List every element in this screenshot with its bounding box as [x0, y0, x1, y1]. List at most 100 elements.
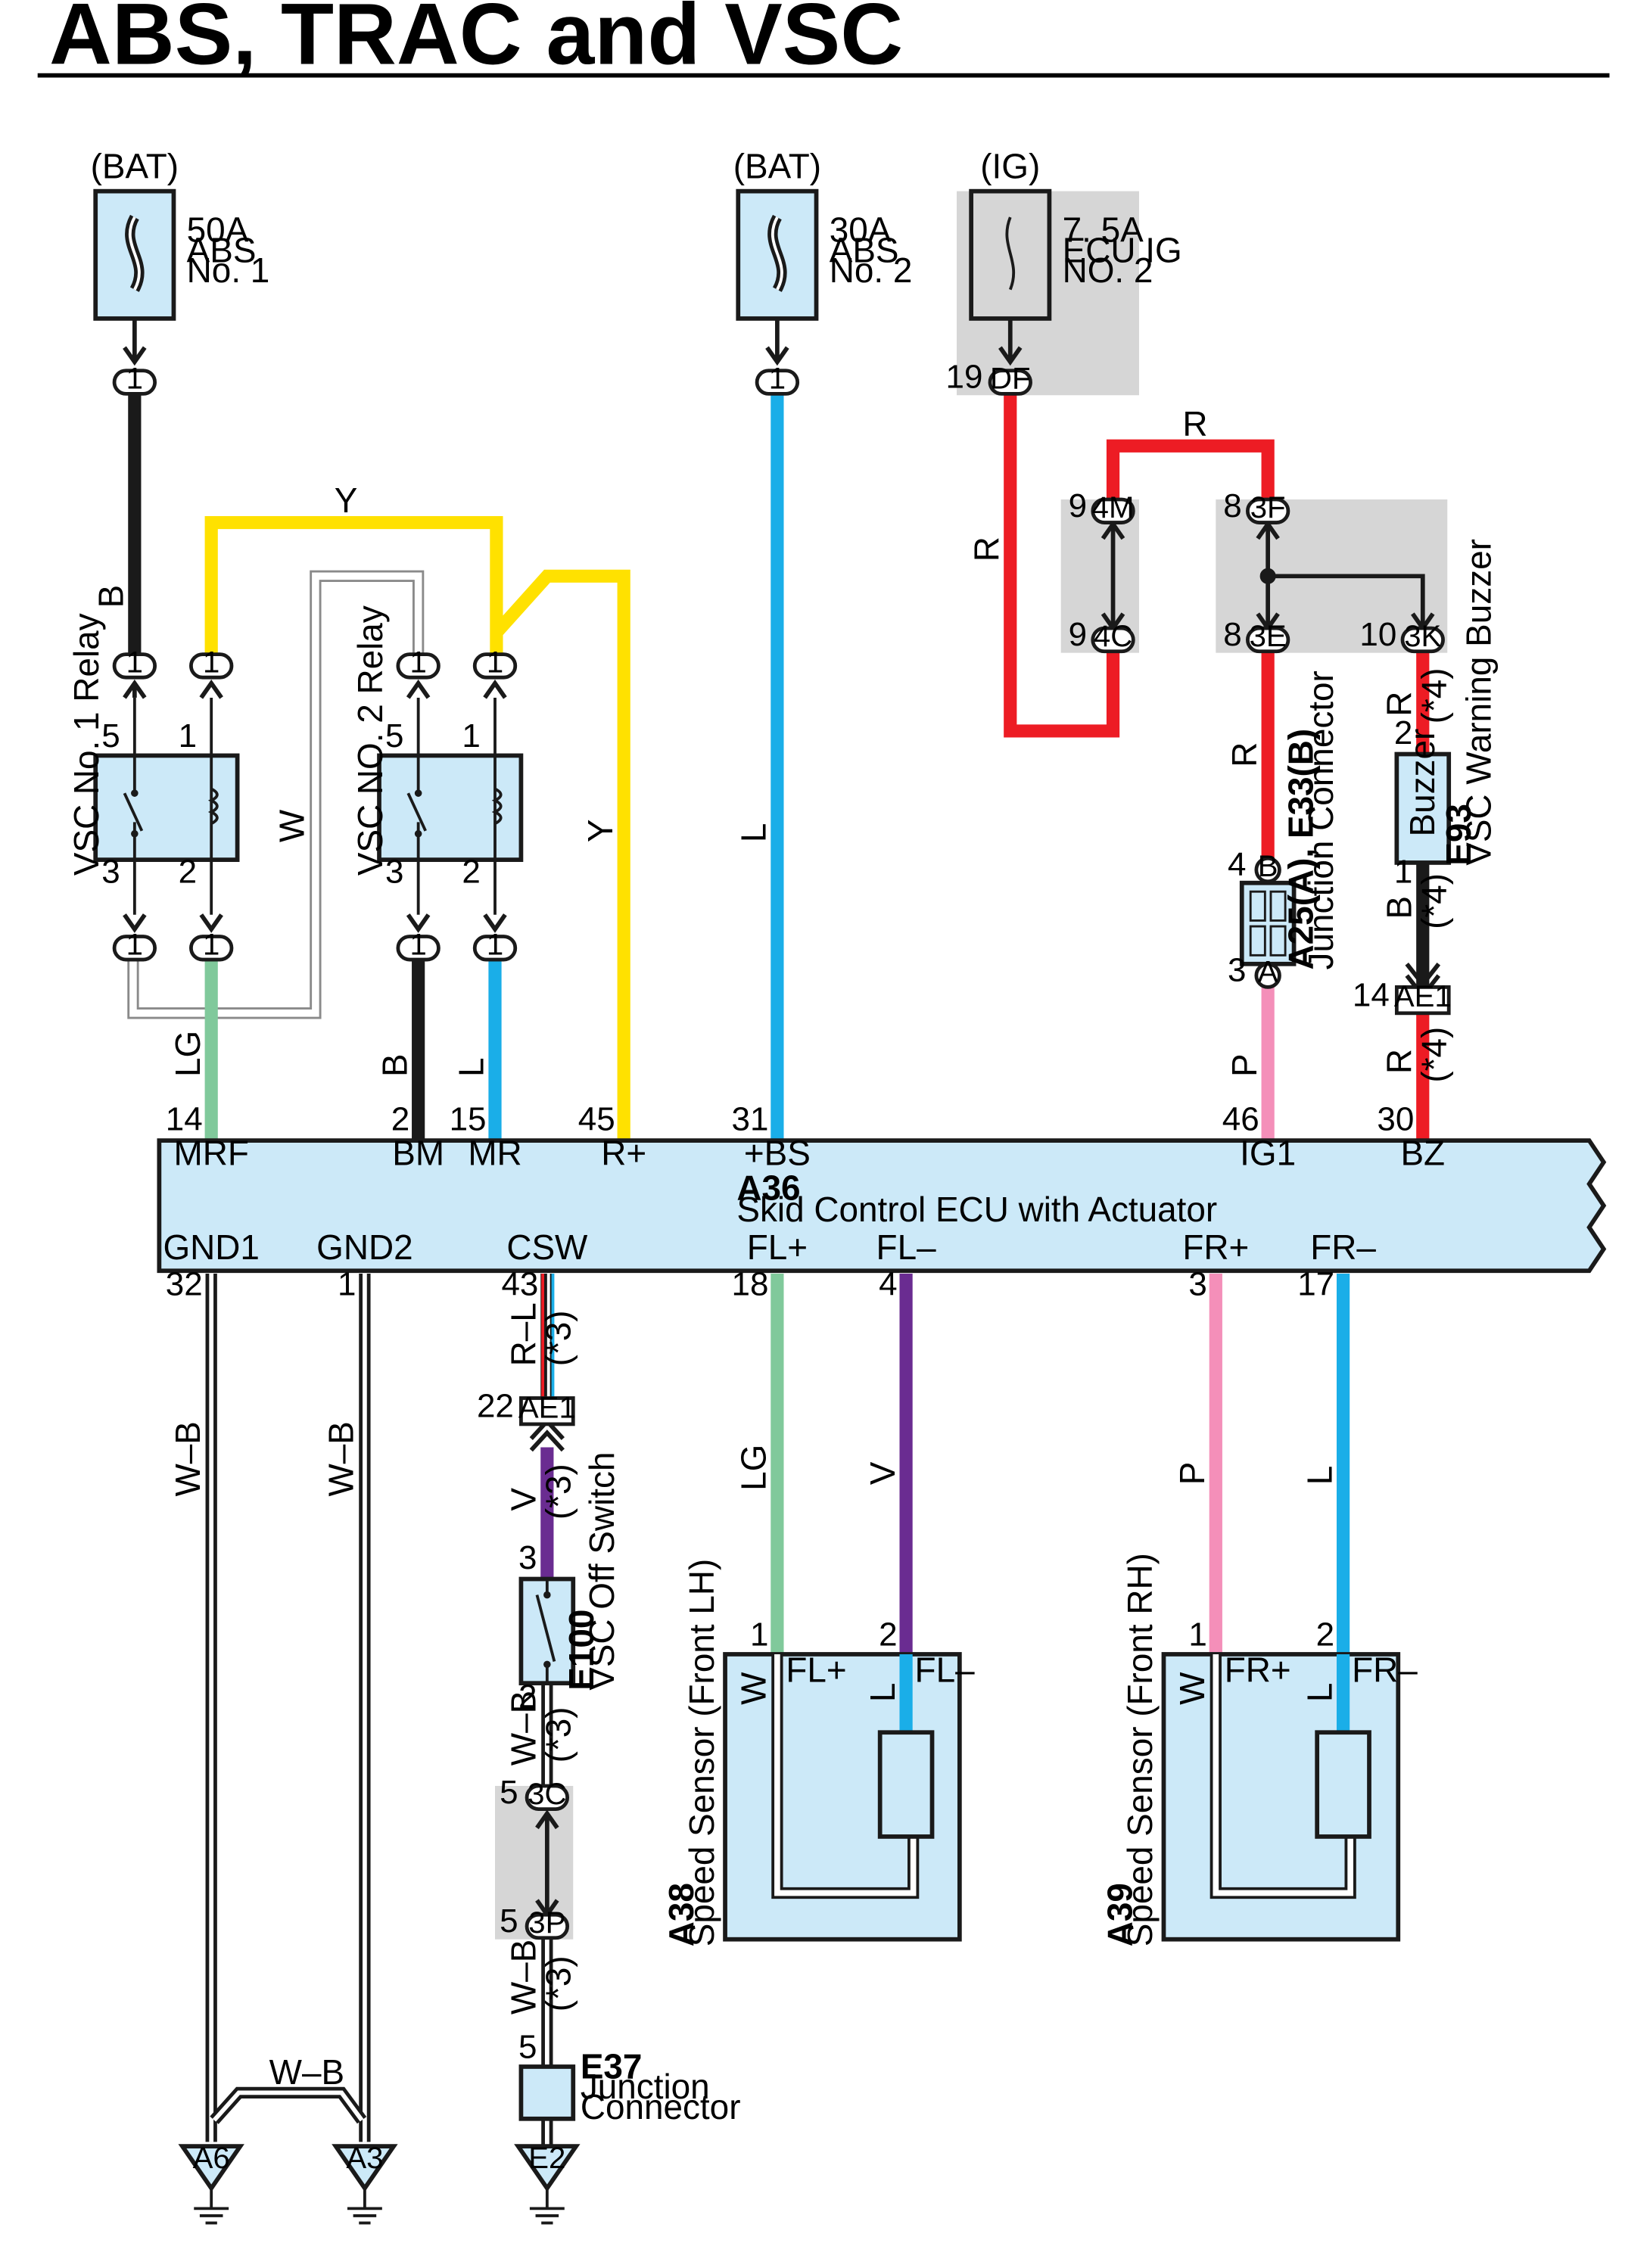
wire-note-3a: (*3)	[538, 1310, 578, 1366]
wire-label-b-2: B	[375, 1053, 414, 1077]
pill-r1-5: 1	[112, 645, 157, 680]
pill-r1-2: 1	[189, 927, 234, 962]
terminal-bs: +BS	[744, 1134, 811, 1173]
junction-cell	[1249, 890, 1266, 922]
relay1-title: VSC No. 1 Relay	[67, 613, 106, 876]
pill-label: 1	[487, 927, 503, 961]
fuse-2	[736, 188, 819, 362]
wire-note-3d: (*3)	[538, 1955, 578, 2011]
junction-cell	[1249, 925, 1266, 957]
chevron-up-icon	[406, 679, 431, 699]
pin-14: 14	[166, 1101, 203, 1138]
pill-body	[1091, 497, 1135, 524]
box-ae1-buzzer: AE1	[1394, 979, 1452, 1016]
fuse1-name: ABS	[187, 230, 257, 269]
fuse2-rating: 30A	[830, 210, 892, 250]
pin-1-buzzer: 1	[1394, 854, 1412, 891]
e93-name: VSC Warning Buzzer	[1459, 539, 1499, 866]
pill-body	[472, 935, 518, 962]
connector-pills: 1 1 DF 1 1 1 1 1 1 1 1 4M 4C 3F 3E 3K B …	[112, 362, 1452, 1940]
pin-4: 4	[879, 1266, 897, 1303]
wire-label-l-fr: L	[1300, 1466, 1339, 1486]
pill-body	[472, 652, 518, 680]
pin-9-4c: 9	[1069, 616, 1087, 653]
pill-label: 4C	[1094, 619, 1132, 653]
terminal-r-plus: R+	[601, 1134, 646, 1173]
pin-8-3f: 8	[1223, 487, 1241, 524]
a39-code: A39	[1100, 1883, 1139, 1946]
pin-2: 2	[391, 1101, 409, 1138]
pill-df: DF	[988, 362, 1032, 396]
pin-2-a38: 2	[879, 1616, 897, 1653]
wire-label-r-ig1: R	[1225, 742, 1264, 767]
relay-contact	[131, 789, 139, 797]
e100-code: E100	[562, 1610, 601, 1691]
wire-label-wb-gnd2: W–B	[322, 1421, 361, 1496]
ecu-top-terminals: MRF BM MR R+ +BS IG1 BZ	[174, 1134, 1446, 1173]
pill-fuse1: 1	[112, 362, 157, 396]
junction-cell	[1269, 925, 1287, 957]
a38-fl-plus: FL+	[786, 1650, 846, 1689]
chevron-down-icon	[199, 913, 223, 933]
wire-label-lg-fl: LG	[734, 1445, 774, 1491]
fuse-1	[93, 188, 176, 362]
wires	[127, 394, 1430, 2147]
pill-3k: 3K	[1400, 619, 1445, 654]
pill-r1-3: 1	[112, 927, 157, 962]
switch-contact	[543, 1660, 551, 1669]
pin-9-4m: 9	[1069, 487, 1087, 524]
pill-label: 3P	[528, 1906, 565, 1940]
pill-label: 1	[409, 645, 426, 679]
wire-label-wb-bridge: W–B	[269, 2052, 344, 2092]
e37-name-1: Junction	[581, 2067, 710, 2106]
pin-5-e37: 5	[518, 2028, 537, 2065]
fuse-3	[969, 188, 1052, 362]
wire-label-wb-gnd1: W–B	[168, 1421, 207, 1496]
relay-switch-icon	[123, 792, 144, 832]
a38-code: A38	[662, 1883, 701, 1946]
pill-r1-1: 1	[189, 645, 234, 680]
terminal-bz: BZ	[1400, 1134, 1445, 1173]
switch-contact-icon	[535, 1594, 556, 1663]
fuse1-number: No. 1	[187, 250, 270, 290]
a38-fl-minus: FL–	[915, 1650, 976, 1689]
junction-lines	[132, 524, 1425, 1915]
terminal-gnd2: GND2	[316, 1227, 412, 1267]
pill-label: 1	[203, 645, 219, 679]
pin-45: 45	[578, 1101, 615, 1138]
labels: (BAT) (BAT) (IG) 50A ABS No. 1 30A ABS N…	[67, 146, 1499, 2126]
pill-body	[112, 935, 157, 962]
terminal-gnd1: GND1	[163, 1227, 259, 1267]
buzzer-e93: Buzzer	[1394, 729, 1452, 865]
pin-8-3e: 8	[1223, 616, 1241, 653]
speed-sensor-a39	[1161, 1652, 1401, 1942]
pin-17: 17	[1297, 1266, 1334, 1303]
wire-y-relay-coils	[204, 515, 503, 656]
wire-r-ig-loop	[1004, 394, 1120, 738]
wire-label-p: P	[1225, 1053, 1264, 1077]
source-bat-2: (BAT)	[733, 146, 821, 185]
pill-label: 1	[409, 927, 426, 961]
chevron-up-icon	[199, 679, 223, 699]
chevron-down-icon	[1405, 963, 1441, 988]
pill-a: A	[1254, 955, 1281, 989]
wire-note-4c: (*4)	[1414, 1027, 1453, 1083]
ground-label: E2	[528, 2141, 565, 2175]
wire-note-4b: (*4)	[1414, 873, 1453, 929]
ecu-code: A36	[736, 1168, 800, 1208]
relay1-pin1: 1	[179, 717, 197, 754]
pill-body	[1091, 626, 1135, 654]
junction-e37	[518, 2064, 576, 2121]
pin-1-a38: 1	[750, 1616, 768, 1653]
sensor-loop	[774, 1654, 917, 1896]
wire-y-r-plus	[491, 569, 630, 1141]
pin-2-buzzer: 2	[1394, 714, 1412, 751]
pin-10-3k: 10	[1359, 616, 1396, 653]
pill-body	[396, 652, 441, 680]
sensor-loop	[1213, 1654, 1353, 1896]
relay-switch-icon	[406, 792, 427, 832]
terminal-fl-minus: FL–	[876, 1227, 937, 1267]
pill-body	[1400, 626, 1445, 654]
pill-label: 4M	[1092, 490, 1135, 524]
